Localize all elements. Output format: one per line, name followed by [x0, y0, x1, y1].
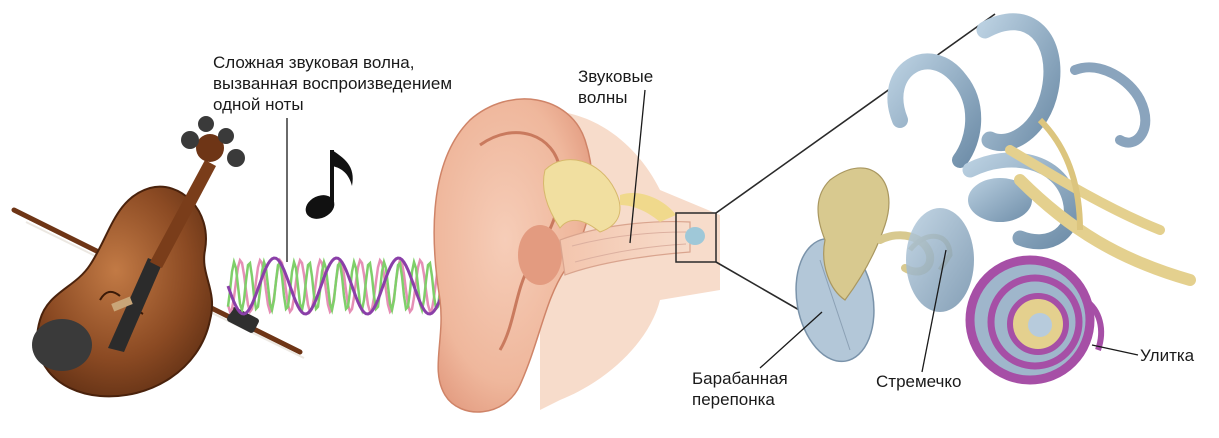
eardrum-label: Барабанная перепонка [692, 368, 788, 410]
violin-icon [14, 116, 304, 396]
sound-waves-label-line: волны [578, 87, 653, 108]
outer-ear-icon [434, 99, 720, 412]
stapes-label: Стремечко [876, 371, 962, 392]
complex-wave-label: Сложная звуковая волна, вызванная воспро… [213, 52, 452, 115]
complex-wave-label-line: вызванная воспроизведением [213, 73, 452, 94]
eardrum-label-line: перепонка [692, 389, 788, 410]
cochlea-label: Улитка [1140, 345, 1194, 366]
music-note-icon [302, 150, 353, 223]
inner-ear-icon [787, 22, 1190, 380]
complex-wave-label-line: Сложная звуковая волна, [213, 52, 452, 73]
eardrum-label-line: Барабанная [692, 368, 788, 389]
complex-wave-label-line: одной ноты [213, 94, 452, 115]
sound-waves-label: Звуковые волны [578, 66, 653, 108]
sound-waves-label-line: Звуковые [578, 66, 653, 87]
